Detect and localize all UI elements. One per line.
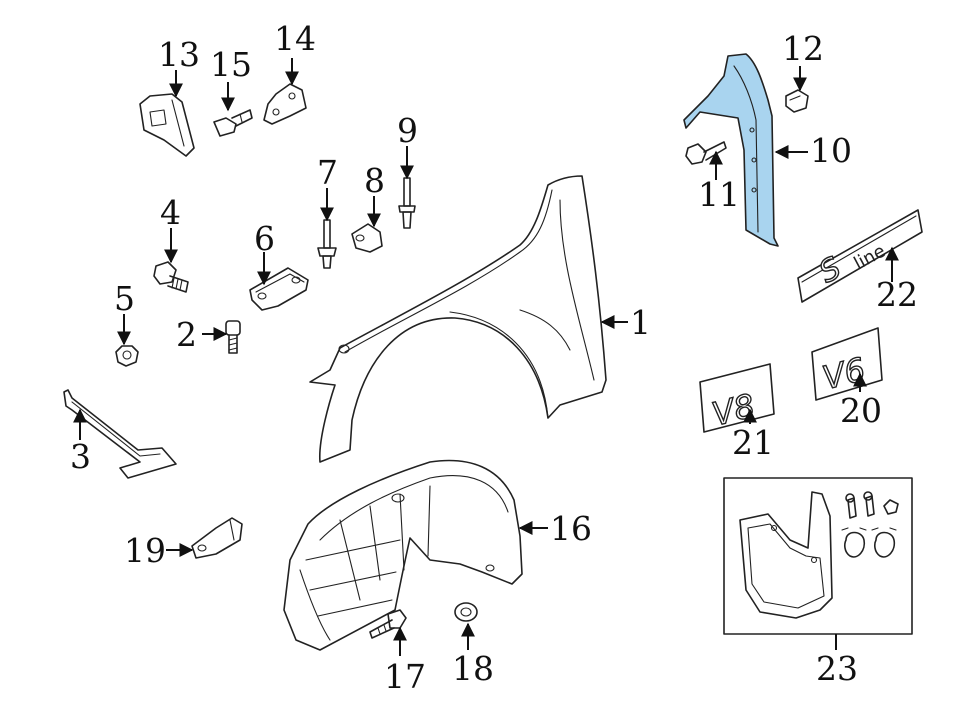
screw-part-11[interactable]	[685, 141, 727, 165]
callout-labels: 1 2 3 4 5 6 7 8 9 10 11 12 13 14 15 16 1…	[70, 19, 918, 696]
screw-part-17[interactable]	[369, 609, 407, 639]
stud-part-9[interactable]	[398, 177, 416, 229]
callout-14[interactable]: 14	[274, 19, 316, 58]
callout-7[interactable]: 7	[317, 153, 338, 192]
washer-part-18[interactable]	[454, 602, 478, 622]
callout-6[interactable]: 6	[254, 219, 275, 258]
v6-badge-text: V6	[819, 350, 869, 397]
callout-15[interactable]: 15	[210, 45, 252, 84]
callout-19[interactable]: 19	[124, 531, 166, 570]
fastener-part-15[interactable]	[213, 109, 253, 137]
callout-2[interactable]: 2	[176, 315, 197, 354]
callout-12[interactable]: 12	[782, 29, 824, 68]
callout-20[interactable]: 20	[840, 391, 882, 430]
callout-16[interactable]: 16	[550, 509, 592, 548]
fender-part[interactable]	[309, 175, 607, 463]
sline-badge-s-text: S	[814, 251, 847, 291]
callout-3[interactable]: 3	[70, 437, 91, 476]
callout-10[interactable]: 10	[810, 131, 852, 170]
bolt-part-2[interactable]	[225, 320, 241, 354]
callout-11[interactable]: 11	[698, 175, 740, 214]
clip-part-8[interactable]	[351, 223, 383, 253]
callout-1[interactable]: 1	[630, 303, 651, 342]
callout-13[interactable]: 13	[158, 35, 200, 74]
callout-9[interactable]: 9	[397, 111, 418, 150]
v6-badge-part-20[interactable]: V6	[811, 327, 883, 401]
bracket-part-14[interactable]	[263, 83, 307, 125]
nut-part-5[interactable]	[115, 345, 139, 367]
clip-part-12[interactable]	[785, 89, 809, 113]
leader-arrows	[73, 58, 899, 656]
seal-part-10[interactable]	[683, 53, 779, 247]
bracket-part-3[interactable]	[63, 389, 177, 479]
bracket-part-19[interactable]	[191, 517, 243, 559]
bracket-part-13[interactable]	[139, 93, 195, 157]
callout-22[interactable]: 22	[876, 275, 918, 314]
fender-liner-part-16[interactable]	[283, 459, 523, 651]
callout-4[interactable]: 4	[160, 193, 181, 232]
callout-5[interactable]: 5	[114, 279, 135, 318]
stud-part-7[interactable]	[317, 219, 337, 269]
mudflap-kit-part-23[interactable]	[723, 477, 913, 635]
callout-21[interactable]: 21	[732, 423, 774, 462]
callout-23[interactable]: 23	[816, 649, 858, 688]
bracket-part-6[interactable]	[249, 267, 309, 311]
callout-18[interactable]: 18	[452, 649, 494, 688]
callout-8[interactable]: 8	[364, 161, 385, 200]
bolt-part-4[interactable]	[153, 261, 189, 293]
callout-17[interactable]: 17	[384, 657, 426, 696]
